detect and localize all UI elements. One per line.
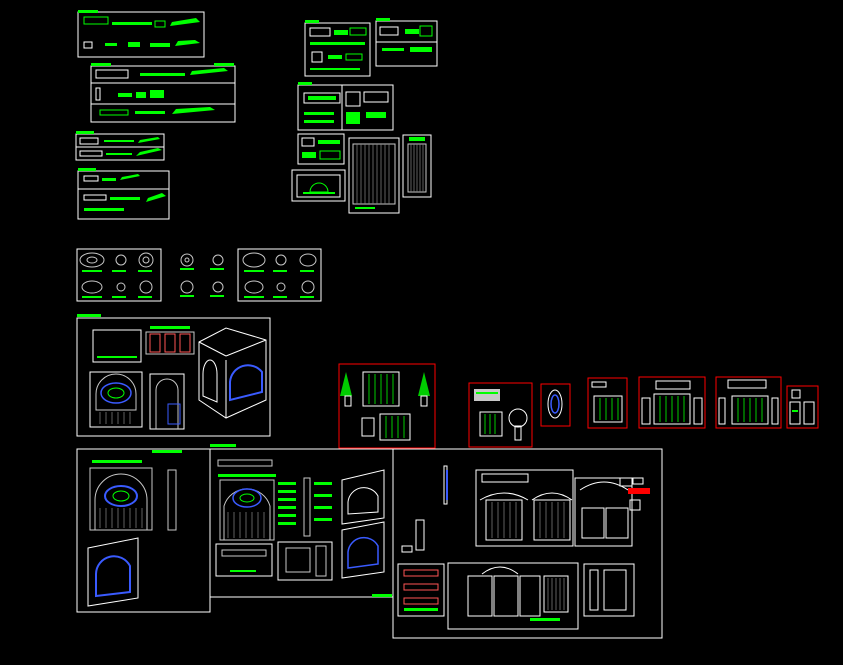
sheet-profile-detail-4 [297, 133, 345, 165]
sheet-section-strip-4 [77, 168, 170, 220]
sheet-red-5 [638, 376, 706, 429]
sheet-rosette-plans-2 [180, 253, 224, 297]
sheet-red-1 [338, 363, 436, 449]
sheet-arch-doorway [76, 314, 271, 437]
sheet-red-7 [786, 385, 819, 429]
sheet-grille-elevation [348, 137, 400, 214]
sheet-arched-gate-set [392, 448, 663, 639]
sheet-profile-detail-1 [304, 20, 371, 77]
sheet-rosette-plans-1 [76, 248, 162, 302]
sheet-red-2 [468, 382, 533, 448]
sheet-profile-detail-2 [375, 18, 438, 67]
sheet-column-section [402, 134, 432, 198]
sheet-red-6 [715, 376, 782, 429]
sheet-arch-gate-construction [209, 444, 394, 598]
sheet-panel-elevation [291, 169, 346, 202]
sheet-section-strip-3 [75, 131, 165, 161]
sheet-section-strip-1 [77, 10, 205, 58]
sheet-profile-detail-3 [297, 82, 394, 131]
sheet-rosette-plans-3 [237, 248, 322, 302]
sheet-red-3 [540, 383, 571, 427]
sheet-section-strip-2 [90, 63, 236, 123]
sheet-red-4 [587, 377, 628, 429]
